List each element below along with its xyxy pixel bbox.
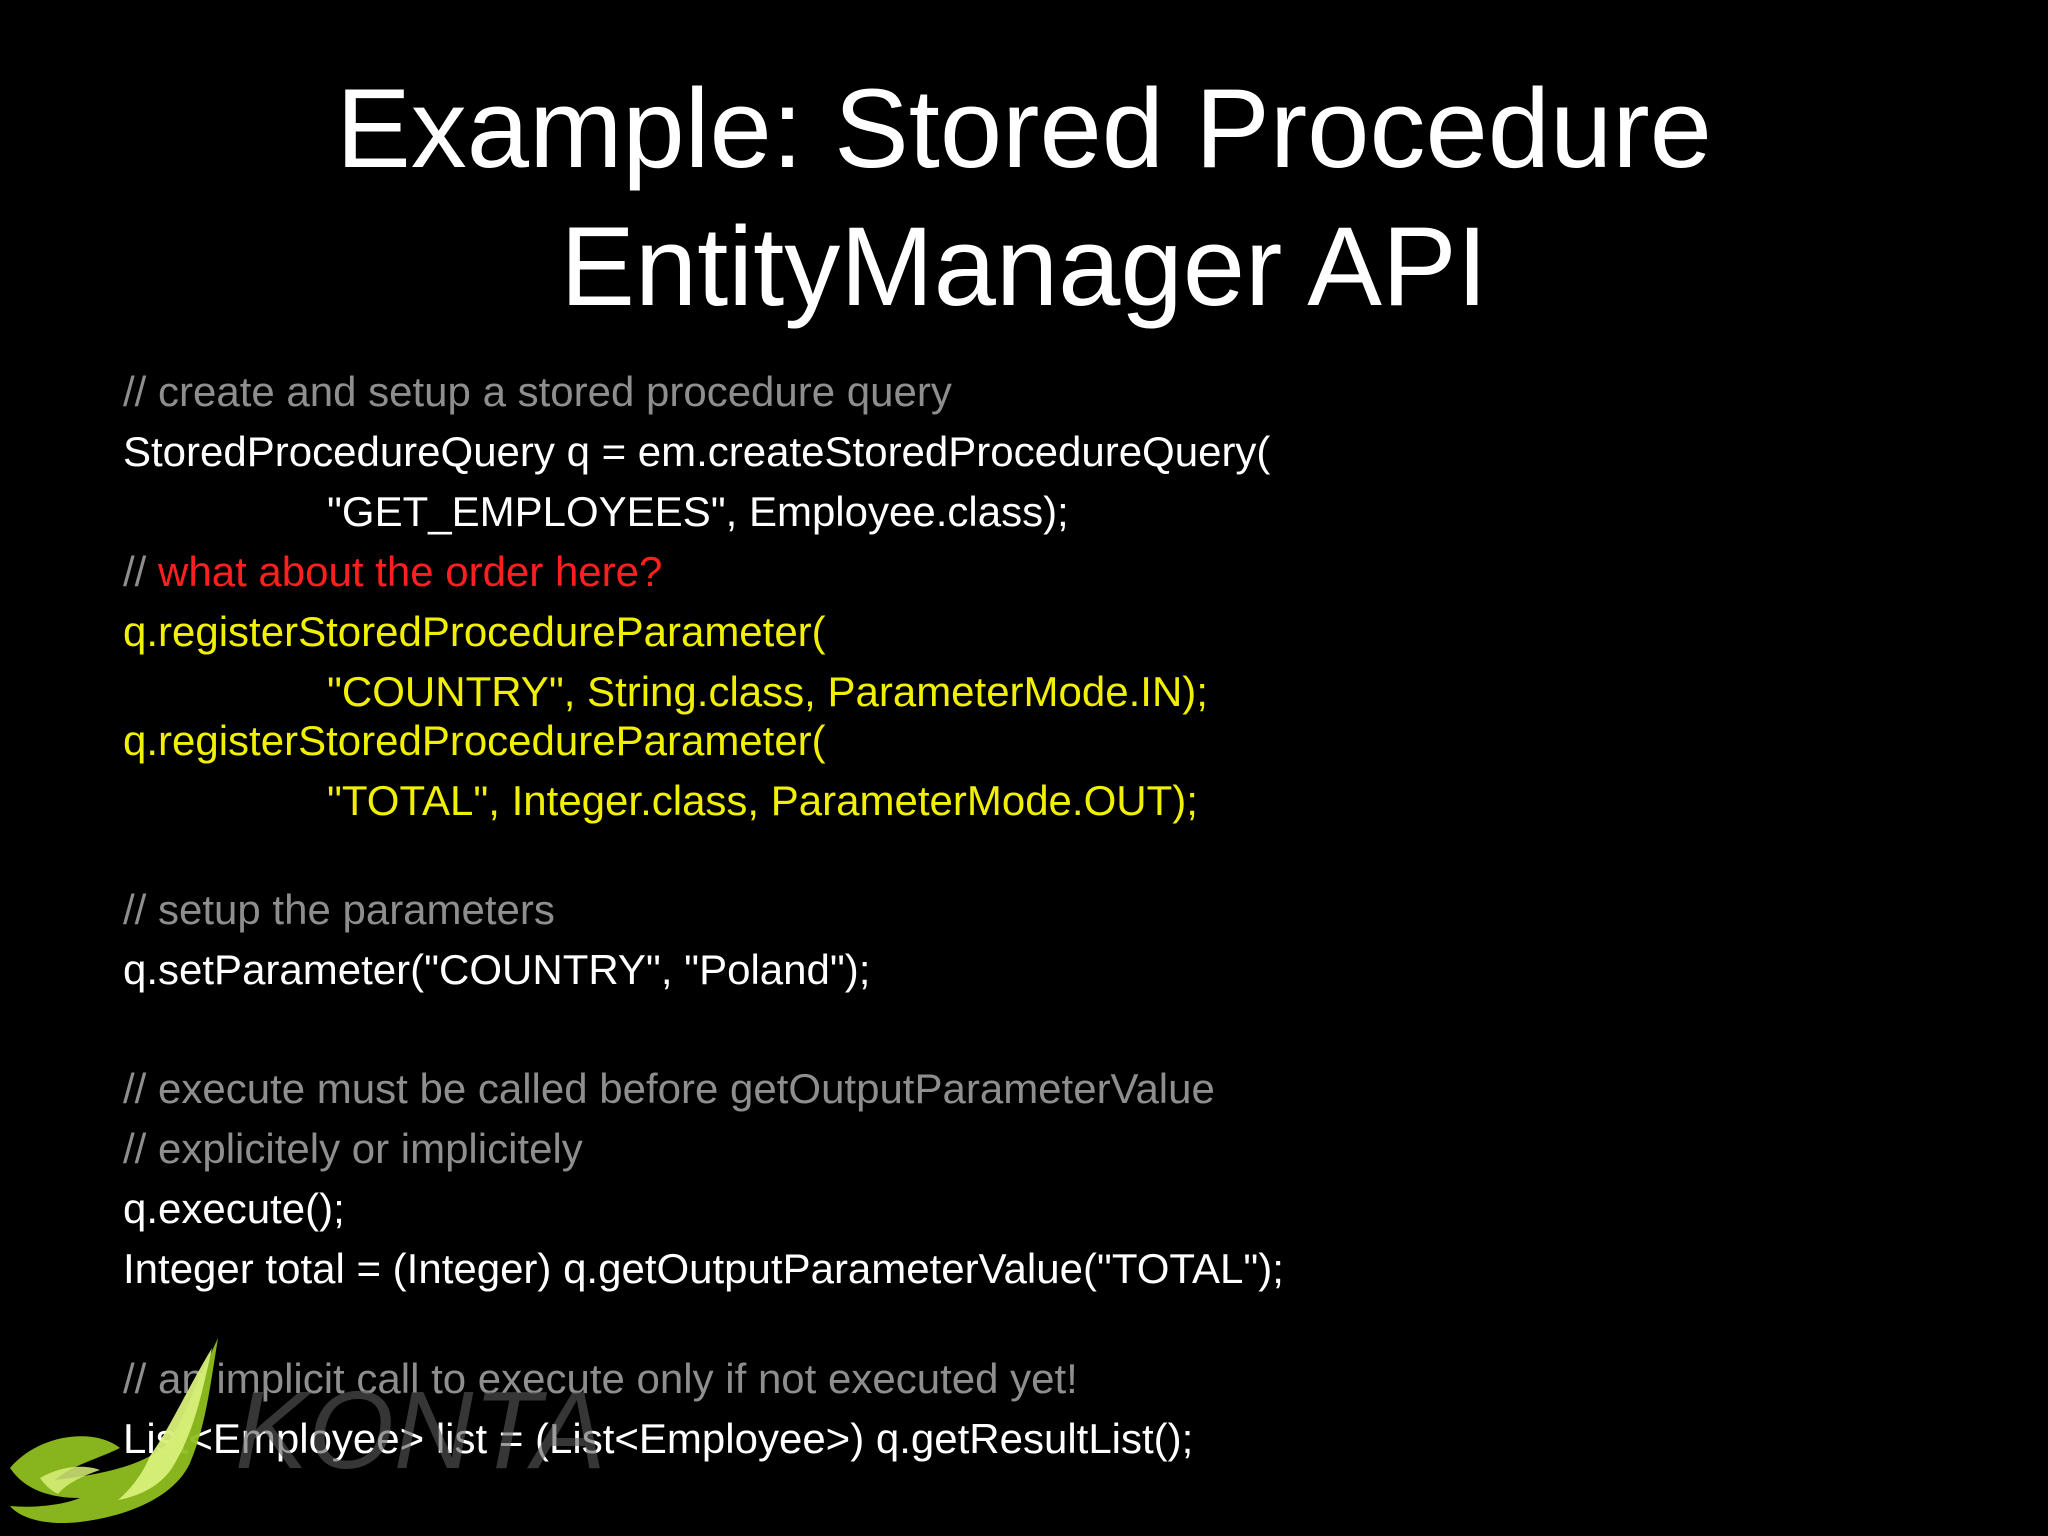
code-execute: q.execute(); — [123, 1185, 345, 1232]
comment-order-prefix: // — [123, 548, 159, 595]
code-register-param-2-args: "TOTAL", Integer.class, ParameterMode.OU… — [327, 777, 1198, 824]
comment-order-text: what about the order here? — [158, 548, 663, 595]
slide-title: Example: Stored Procedure EntityManager … — [0, 60, 2048, 336]
code-register-param-2: q.registerStoredProcedureParameter( — [123, 717, 826, 764]
code-create-query: StoredProcedureQuery q = em.createStored… — [123, 428, 1271, 475]
logo-inner-swirl — [40, 1466, 100, 1494]
code-create-query-args: "GET_EMPLOYEES", Employee.class); — [327, 488, 1069, 535]
code-get-output-value: Integer total = (Integer) q.getOutputPar… — [123, 1245, 1284, 1292]
title-line-2: EntityManager API — [560, 204, 1488, 329]
comment-setup-params: // setup the parameters — [123, 886, 555, 933]
code-register-param-1-args: "COUNTRY", String.class, ParameterMode.I… — [327, 668, 1208, 715]
title-line-1: Example: Stored Procedure — [336, 66, 1712, 191]
code-set-parameter: q.setParameter("COUNTRY", "Poland"); — [123, 946, 871, 993]
comment-implicit-execute: // an implicit call to execute only if n… — [123, 1355, 1078, 1402]
comment-create-query: // create and setup a stored procedure q… — [123, 368, 952, 415]
comment-order-question: // what about the order here? — [123, 547, 662, 597]
code-get-result-list: List<Employee> list = (List<Employee>) q… — [123, 1415, 1194, 1462]
comment-execute-1: // execute must be called before getOutp… — [123, 1065, 1215, 1112]
comment-execute-2: // explicitely or implicitely — [123, 1125, 583, 1172]
code-register-param-1: q.registerStoredProcedureParameter( — [123, 608, 826, 655]
